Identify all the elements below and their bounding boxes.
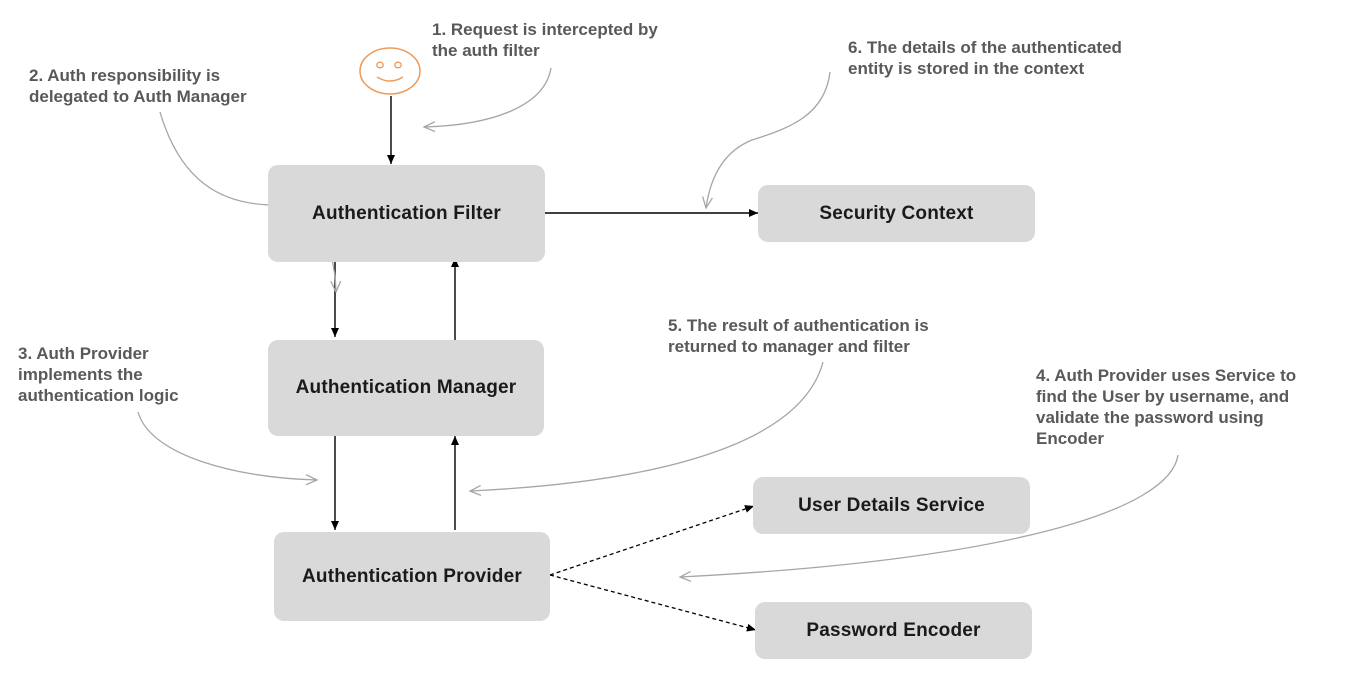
node-security-context-label: Security Context [819,202,974,224]
callout-step3 [137,411,317,480]
node-authentication-filter-label: Authentication Filter [312,202,501,224]
node-authentication-provider-label: Authentication Provider [302,565,522,587]
node-user-details-service: User Details Service [753,477,1030,534]
node-password-encoder-label: Password Encoder [806,619,981,641]
note-step-5: 5. The result of authentication is retur… [668,316,929,356]
node-authentication-filter: Authentication Filter [268,165,545,262]
callout-step5 [470,361,824,491]
note-step-1: 1. Request is intercepted by the auth fi… [432,20,658,60]
callout-step1 [424,67,552,127]
dashed-arrow-provider-to-encoder [549,574,757,632]
node-authentication-manager: Authentication Manager [268,340,544,436]
note-step-4: 4. Auth Provider uses Service to find th… [1036,366,1297,448]
callout-step4 [680,454,1179,577]
dashed-arrow-provider-to-user-details [549,505,755,576]
node-authentication-provider: Authentication Provider [274,532,550,621]
callout-step6 [706,71,831,208]
node-security-context: Security Context [758,185,1035,242]
smiley-face-icon [358,46,422,96]
node-authentication-manager-label: Authentication Manager [295,377,517,398]
node-password-encoder: Password Encoder [755,602,1032,659]
note-step-3: 3. Auth Provider implements the authenti… [18,344,179,405]
node-user-details-service-label: User Details Service [798,494,985,516]
note-step-2: 2. Auth responsibility is delegated to A… [29,66,247,106]
note-step-6: 6. The details of the authenticated enti… [848,38,1122,78]
